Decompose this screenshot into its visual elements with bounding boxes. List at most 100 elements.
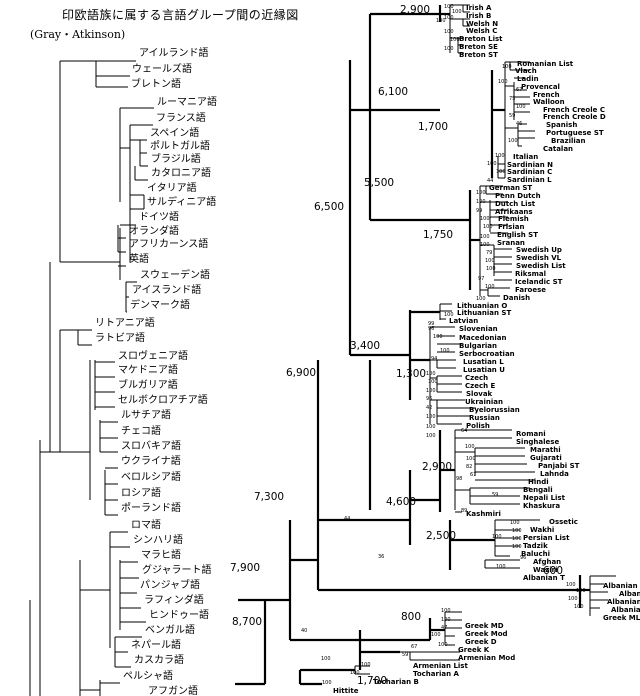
support-value: 89 bbox=[461, 508, 467, 514]
right-leaf-label: Welsh N bbox=[466, 20, 498, 28]
support-value: 100 bbox=[485, 284, 495, 290]
right-leaf-label: Armenian Mod bbox=[458, 654, 515, 662]
right-leaf-label: Greek K bbox=[458, 646, 490, 654]
left-leaf-label: ペルシャ語 bbox=[123, 669, 173, 682]
support-value: 100 bbox=[516, 104, 526, 110]
left-leaf-label: フランス語 bbox=[156, 111, 206, 124]
support-value: 100 bbox=[426, 433, 436, 439]
node-date-label: 1,700 bbox=[357, 675, 387, 687]
support-value: 100 bbox=[361, 662, 371, 668]
support-value: 44 bbox=[487, 178, 493, 184]
support-value: 100 bbox=[496, 169, 506, 175]
support-value: 59 bbox=[402, 652, 408, 658]
left-leaf-label: 英語 bbox=[129, 252, 149, 265]
left-leaf-label: シンハリ語 bbox=[133, 533, 183, 546]
right-leaf-label: Kashmiri bbox=[466, 510, 501, 518]
right-leaf-label: Vlach bbox=[515, 67, 537, 75]
support-value: 99 bbox=[428, 321, 434, 327]
right-leaf-label: Swedish Up bbox=[516, 246, 562, 254]
support-value: 100 bbox=[431, 632, 441, 638]
right-leaf-label: Greek Mod bbox=[465, 630, 508, 638]
support-value: 100 bbox=[426, 388, 436, 394]
right-leaf-label: Swedish List bbox=[516, 262, 566, 270]
support-value: 100 bbox=[476, 296, 486, 302]
right-leaf-label: French bbox=[533, 91, 560, 99]
support-value: 47 bbox=[441, 625, 447, 631]
left-leaf-label: ウェールズ語 bbox=[132, 62, 192, 75]
left-leaf-label: ポーランド語 bbox=[121, 501, 181, 514]
support-value: 100 bbox=[441, 617, 451, 623]
right-leaf-label: Danish bbox=[503, 294, 530, 302]
support-value: 100 bbox=[485, 258, 495, 264]
left-leaf-label: アフガン語 bbox=[148, 684, 198, 696]
right-leaf-label: Welsh C bbox=[466, 27, 497, 35]
right-leaf-label: Albanian K bbox=[607, 598, 640, 606]
left-leaf-label: スロバキア語 bbox=[121, 439, 181, 452]
left-leaf-label: リトアニア語 bbox=[95, 316, 155, 329]
left-leaf-label: ロシア語 bbox=[121, 486, 161, 499]
node-date-label: 8,700 bbox=[232, 616, 262, 628]
node-date-label: 6,900 bbox=[286, 367, 316, 379]
node-date-label: 800 bbox=[401, 611, 421, 623]
support-value: 67 bbox=[516, 87, 522, 93]
node-date-label: 4,600 bbox=[386, 496, 416, 508]
node-date-label: 6,100 bbox=[378, 86, 408, 98]
right-leaf-label: Khaskura bbox=[523, 502, 560, 510]
support-value: 100 bbox=[322, 680, 332, 686]
node-date-label: 2,500 bbox=[426, 530, 456, 542]
support-value: 100 bbox=[466, 456, 476, 462]
right-leaf-label: Hittite bbox=[333, 687, 359, 695]
support-value: 42 bbox=[426, 405, 432, 411]
support-value: 100 bbox=[440, 348, 450, 354]
left-leaf-label: ポルトガル語 bbox=[150, 139, 210, 152]
left-leaf-label: ベンガル語 bbox=[145, 623, 195, 636]
node-date-label: 1,750 bbox=[423, 229, 453, 241]
left-leaf-label: カタロニア語 bbox=[151, 166, 211, 179]
right-leaf-label: Afrikaans bbox=[495, 208, 533, 216]
node-date-label: 1,700 bbox=[418, 121, 448, 133]
right-leaf-label: Greek D bbox=[465, 638, 497, 646]
support-value: 100 bbox=[444, 46, 454, 52]
right-leaf-label: Romani bbox=[516, 430, 546, 438]
support-value: 100 bbox=[510, 520, 520, 526]
support-value: 100 bbox=[508, 138, 518, 144]
support-value: 75 bbox=[509, 96, 515, 102]
left-leaf-label: ブレトン語 bbox=[131, 77, 181, 90]
support-value: 100 bbox=[350, 670, 360, 676]
right-leaf-label: Baluchi bbox=[521, 550, 550, 558]
support-value: 100 bbox=[496, 564, 506, 570]
node-date-label: 1,300 bbox=[396, 368, 426, 380]
left-leaf-label: デンマーク語 bbox=[130, 298, 190, 311]
support-value: 96 bbox=[520, 555, 526, 561]
right-leaf-label: Czech E bbox=[465, 382, 496, 390]
right-leaf-label: Sardinian C bbox=[507, 168, 552, 176]
node-date-label: 5,500 bbox=[364, 177, 394, 189]
support-value: 100 bbox=[428, 379, 438, 385]
figure-subtitle: (Gray・Atkinson) bbox=[30, 28, 126, 41]
left-leaf-label: チェコ語 bbox=[121, 424, 161, 437]
support-value: 100 bbox=[476, 190, 486, 196]
support-value: 100 bbox=[444, 312, 454, 318]
node-date-label: 6,500 bbox=[314, 201, 344, 213]
left-leaf-label: ロマ語 bbox=[131, 518, 161, 531]
left-leaf-label: ブラジル語 bbox=[151, 152, 201, 165]
right-leaf-label: Slovenian bbox=[459, 325, 498, 333]
left-leaf-label: スウェーデン語 bbox=[140, 268, 210, 281]
support-value: 100 bbox=[426, 414, 436, 420]
right-leaf-label: Lahnda bbox=[540, 470, 569, 478]
right-leaf-label: Frisian bbox=[498, 223, 524, 231]
support-value: 100 bbox=[492, 534, 502, 540]
right-leaf-label: Riksmal bbox=[515, 270, 546, 278]
node-date-label: 3,400 bbox=[350, 340, 380, 352]
right-leaf-label: Lithuanian O bbox=[457, 302, 507, 310]
node-date-label: 2,900 bbox=[400, 4, 430, 16]
node-date-label: 7,900 bbox=[230, 562, 260, 574]
left-leaf-label: オランダ語 bbox=[129, 224, 179, 237]
right-leaf-label: Marathi bbox=[530, 446, 561, 454]
right-leaf-label: Sranan bbox=[497, 239, 525, 247]
support-value: 100 bbox=[426, 371, 436, 377]
right-leaf-label: Russian bbox=[469, 414, 500, 422]
support-value: 100 bbox=[480, 234, 490, 240]
right-leaf-label: Flemish bbox=[498, 215, 529, 223]
